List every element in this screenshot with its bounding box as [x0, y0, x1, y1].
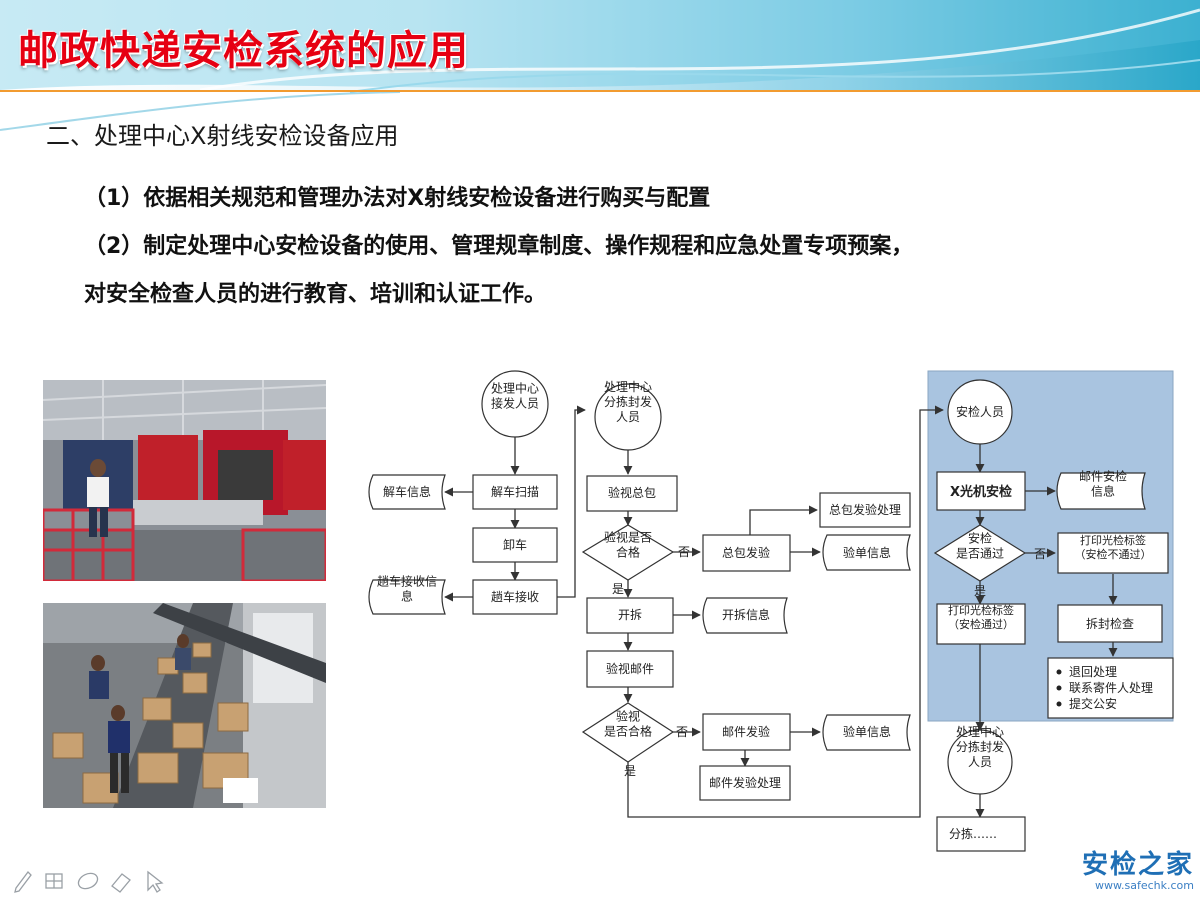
action-return: 退回处理 — [1069, 665, 1117, 679]
label-sorting: 分拣…… — [949, 826, 997, 841]
node-open-bag — [586, 597, 674, 634]
node-sorting — [936, 816, 1026, 852]
action-contact-sender: 联系寄件人处理 — [1069, 680, 1153, 695]
node-trip-receive-info — [368, 579, 446, 615]
label-inspect-mail: 验视邮件 — [606, 661, 654, 676]
label-print-pass: 打印光检标签（安检通过） — [948, 603, 1014, 631]
label-security-no: 否 — [1034, 547, 1046, 561]
node-print-pass-label — [936, 603, 1026, 645]
label-mail-no: 否 — [676, 725, 688, 739]
watermark-logo: 安检之家 — [1081, 850, 1194, 880]
bullet-dot — [1056, 685, 1062, 691]
node-sort-staff-2 — [947, 729, 1013, 795]
label-print-fail: 打印光检标签（安检不通过） — [1075, 533, 1152, 561]
label-inspect-bag: 验视总包 — [608, 485, 656, 500]
label-unload: 卸车 — [503, 537, 527, 552]
label-xray-check: X光机安检 — [950, 484, 1012, 500]
label-bag-exception: 总包发验 — [722, 545, 770, 560]
label-bill-info-2: 验单信息 — [843, 724, 891, 739]
pen-icon[interactable] — [14, 871, 32, 893]
node-sort-staff — [594, 383, 662, 451]
node-print-fail-label — [1057, 532, 1169, 574]
ellipse-icon[interactable] — [76, 870, 100, 891]
node-mail-exception-handle — [699, 765, 791, 801]
label-receiver-staff: 处理中心接发人员 — [491, 381, 539, 411]
bullet-dot — [1056, 701, 1062, 707]
label-trip-receive: 趟车接收 — [491, 589, 539, 604]
bullet-point-3: 对安全检查人员的进行教育、培训和认证工作。 — [84, 282, 547, 307]
grid-icon[interactable] — [45, 873, 63, 889]
node-unload — [472, 527, 558, 563]
watermark-url: www.safechk.com — [1095, 879, 1194, 892]
label-sort-staff-2: 处理中心分拣封发人员 — [956, 724, 1004, 769]
photo-sorting-conveyor — [43, 603, 326, 808]
node-actions-list — [1047, 657, 1174, 719]
cursor-icon[interactable] — [147, 870, 164, 893]
actions-list: 退回处理 联系寄件人处理 提交公安 — [1056, 665, 1153, 711]
label-trip-receive-info: 趟车接收信息 — [377, 574, 437, 604]
node-trip-receive — [472, 579, 558, 615]
label-bag-pass-decision: 验视是否合格 — [604, 530, 652, 560]
node-mail-exception — [702, 713, 791, 751]
photo-xray-machines — [43, 380, 326, 581]
label-unseal-check: 拆封检查 — [1086, 616, 1134, 631]
node-open-info — [702, 597, 788, 634]
node-bag-exception-handle — [819, 492, 911, 528]
node-mail-security-info — [1056, 472, 1146, 510]
node-mail-pass-decision — [581, 702, 675, 763]
node-bill-info-2 — [822, 714, 911, 751]
label-bag-exception-handle: 总包发验处理 — [829, 502, 901, 517]
node-unload-info — [368, 474, 446, 510]
label-security-pass-decision: 安检是否通过 — [956, 531, 1004, 561]
node-unseal-check — [1057, 604, 1163, 643]
label-security-staff: 安检人员 — [956, 404, 1004, 419]
presentation-toolbar — [14, 870, 164, 893]
label-unload-scan: 解车扫描 — [491, 484, 539, 499]
label-mail-exception-handle: 邮件发验处理 — [709, 775, 781, 790]
label-mail-security-info: 邮件安检信息 — [1079, 469, 1127, 499]
label-bag-yes: 是 — [612, 582, 624, 596]
node-security-staff — [947, 379, 1013, 445]
label-bag-no: 否 — [678, 545, 690, 559]
bullet-dot — [1056, 669, 1062, 675]
node-receiver-staff — [481, 370, 549, 438]
label-sort-staff: 处理中心分拣封发人员 — [604, 379, 652, 424]
node-bill-info-1 — [822, 534, 911, 571]
node-bag-pass-decision — [581, 524, 675, 581]
node-bag-exception — [702, 534, 791, 572]
slide-title: 邮政快递安检系统的应用 — [18, 28, 469, 74]
bullet-point-1: （1）依据相关规范和管理办法对X射线安检设备进行购买与配置 — [84, 186, 711, 211]
header-background — [0, 0, 1200, 131]
node-inspect-bag — [586, 475, 678, 512]
label-unload-info: 解车信息 — [383, 484, 431, 499]
node-security-pass-decision — [933, 524, 1027, 582]
label-security-yes: 是 — [974, 584, 986, 598]
label-open-info: 开拆信息 — [722, 607, 770, 622]
label-bill-info-1: 验单信息 — [843, 545, 891, 560]
node-unload-scan — [472, 474, 558, 510]
watermark: 安检之家 www.safechk.com — [1082, 850, 1194, 892]
node-inspect-mail — [586, 650, 674, 688]
eraser-icon[interactable] — [111, 873, 131, 893]
security-flowchart: 处理中心接发人员 解车扫描 解车信息 卸车 趟车接收 趟车接收信息 处理中心分拣… — [368, 370, 1174, 852]
action-report-police: 提交公安 — [1069, 696, 1117, 711]
label-mail-exception: 邮件发验 — [722, 724, 770, 739]
label-mail-yes: 是 — [624, 764, 636, 778]
slide-subtitle: 二、处理中心X射线安检设备应用 — [46, 122, 399, 150]
bullet-point-2: （2）制定处理中心安检设备的使用、管理规章制度、操作规程和应急处置专项预案， — [84, 234, 914, 259]
node-xray-check — [936, 471, 1026, 511]
label-open-bag: 开拆 — [618, 607, 642, 622]
label-mail-pass-decision: 验视是否合格 — [604, 709, 652, 739]
